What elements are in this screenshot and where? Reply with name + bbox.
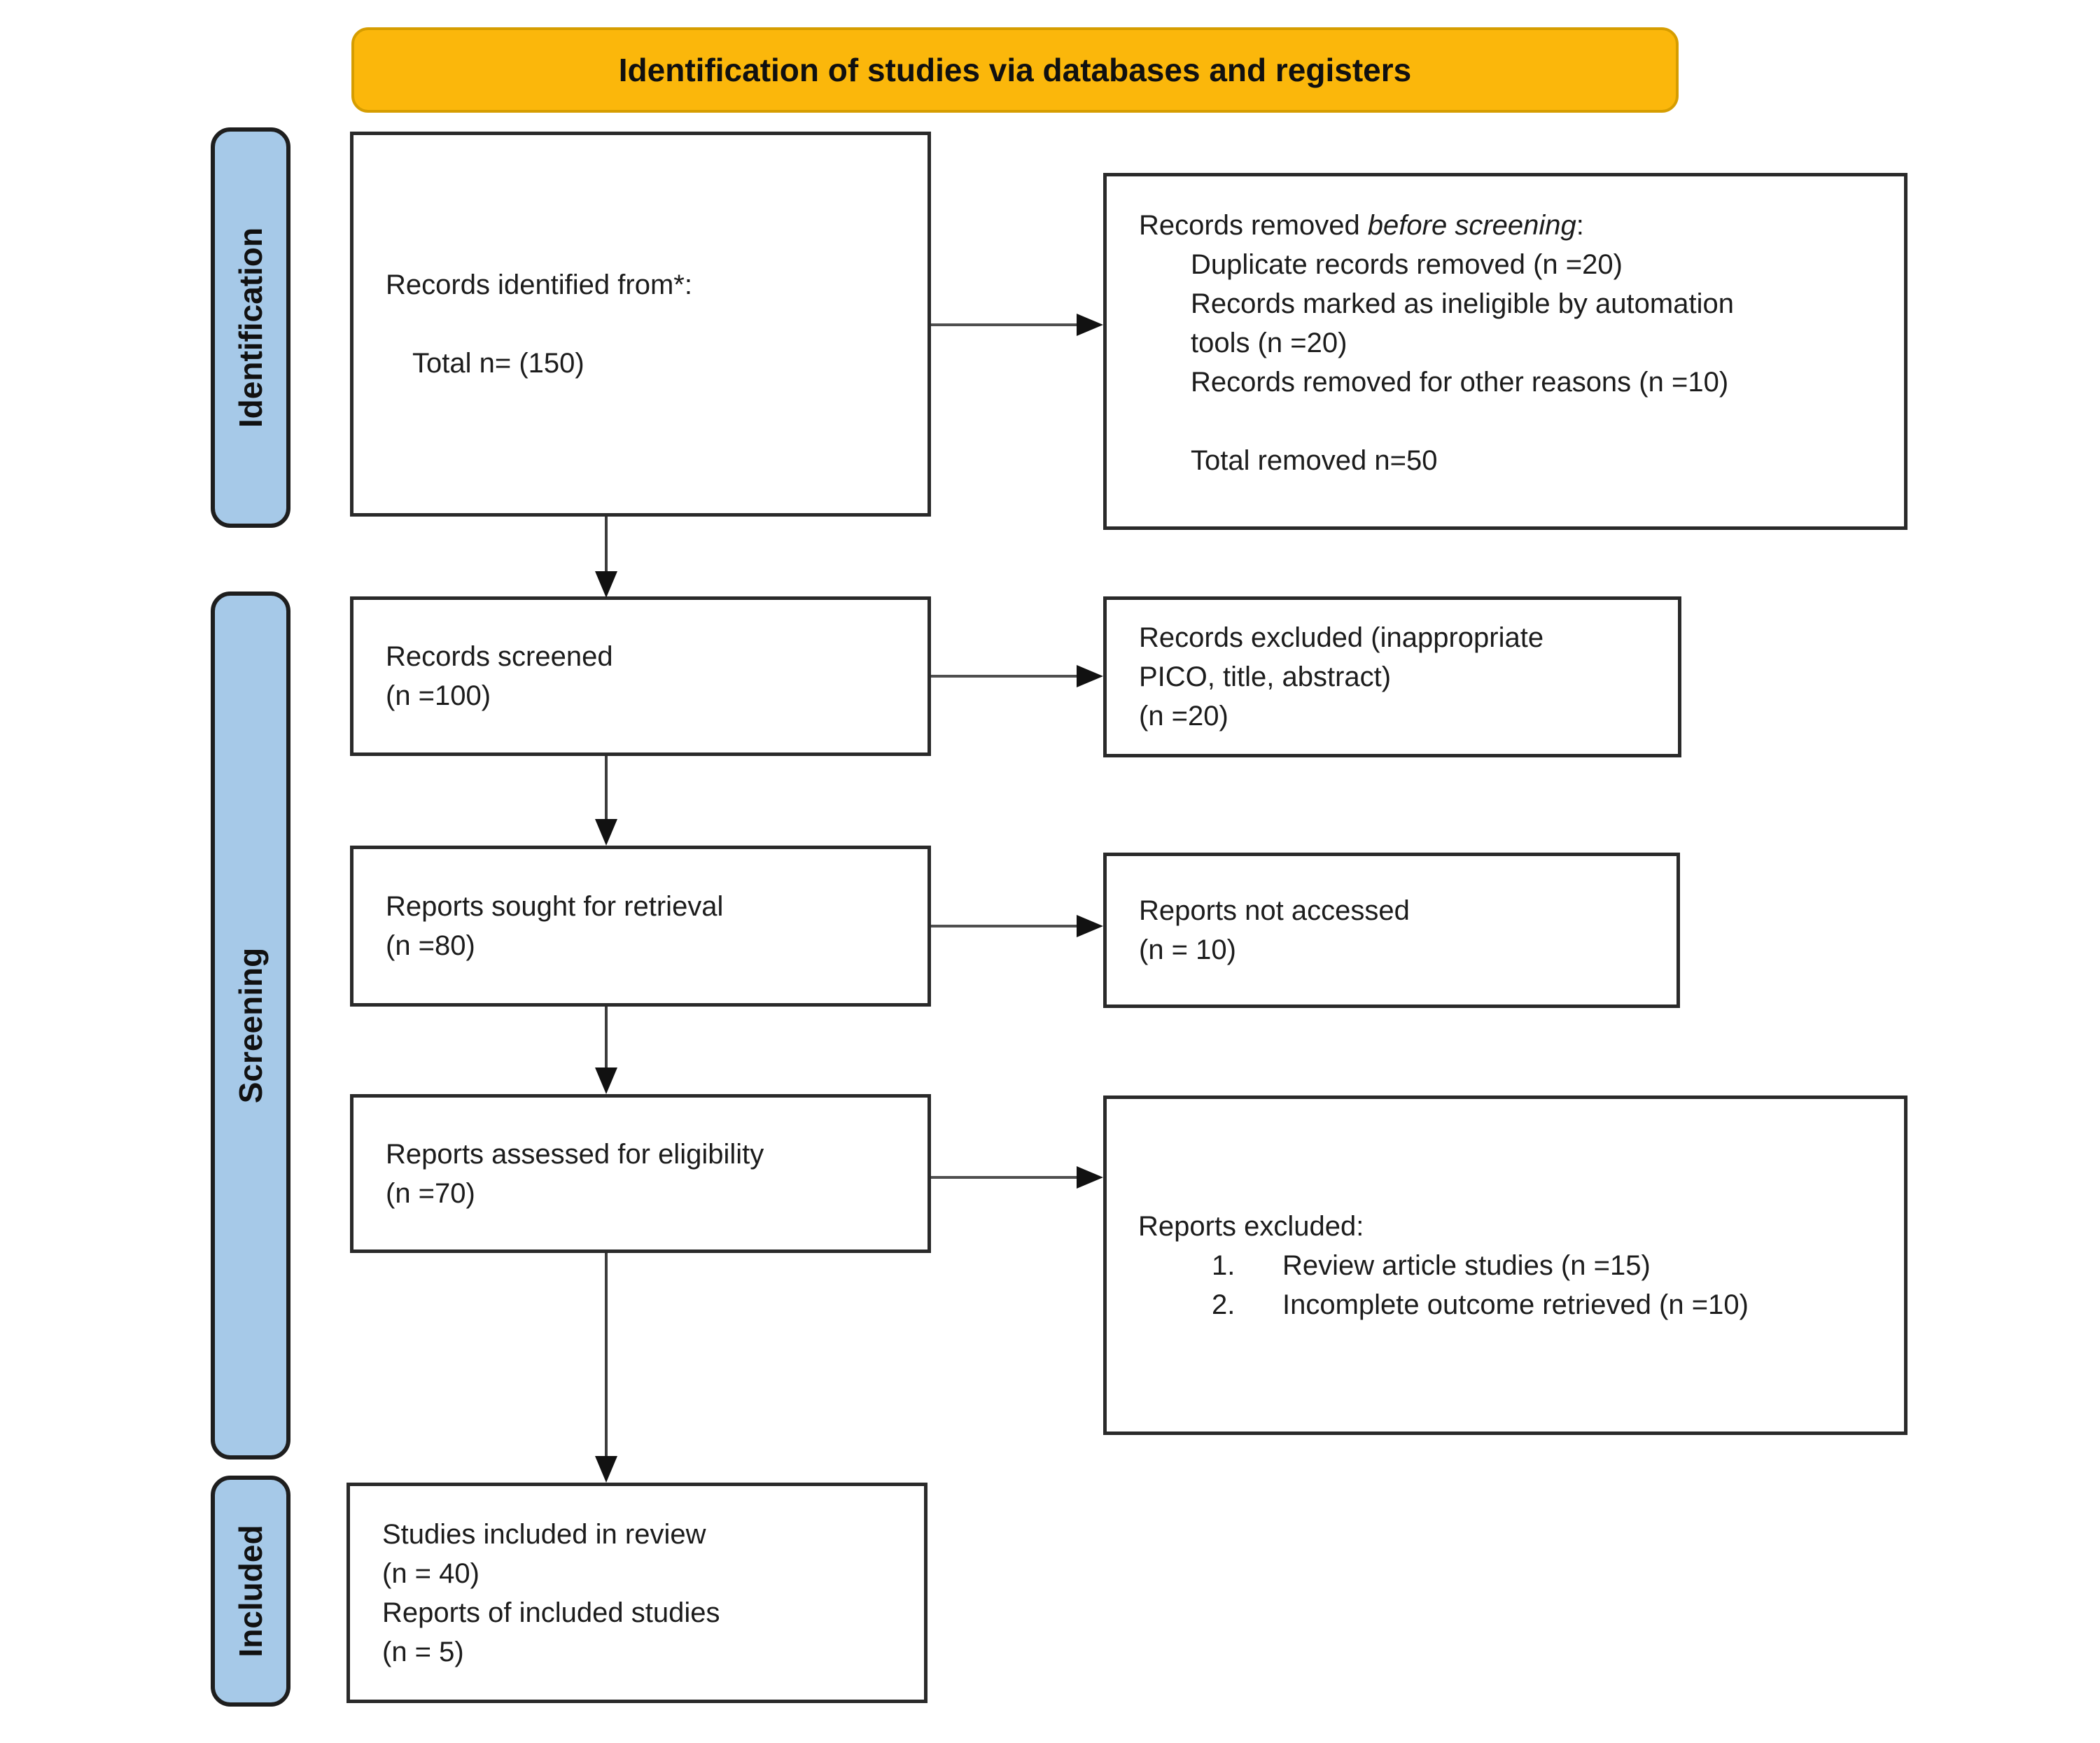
stage-label-identification: Identification <box>232 227 269 428</box>
records-removed-title-suffix: : <box>1576 210 1584 241</box>
studies-included-line3: Reports of included studies <box>382 1597 720 1628</box>
header-banner: Identification of studies via databases … <box>351 27 1679 113</box>
stage-bar-identification: Identification <box>211 127 290 528</box>
box-reports-sought: Reports sought for retrieval (n =80) <box>350 846 931 1007</box>
box-reports-assessed: Reports assessed for eligibility (n =70) <box>350 1094 931 1253</box>
reports-not-accessed-line1: Reports not accessed <box>1139 895 1410 926</box>
studies-included-line4: (n = 5) <box>382 1636 464 1667</box>
studies-included-line2: (n = 40) <box>382 1558 479 1589</box>
box-reports-not-accessed: Reports not accessed (n = 10) <box>1103 853 1680 1008</box>
records-removed-title: Records removed before screening: <box>1139 206 1884 245</box>
connector-v-identified-screened <box>605 517 608 573</box>
connector-v-assessed-included <box>605 1253 608 1457</box>
connector-h-assessed-excluded <box>931 1176 1077 1179</box>
reports-excluded-item-2: 2. Incomplete outcome retrieved (n =10) <box>1138 1285 1904 1324</box>
arrowhead-down-2-icon <box>595 819 617 846</box>
reports-excluded-item-1-text: Review article studies (n =15) <box>1282 1250 1651 1281</box>
reports-not-accessed-line2: (n = 10) <box>1139 934 1236 965</box>
reports-sought-line1: Reports sought for retrieval <box>386 891 724 922</box>
connector-h-screened-excluded <box>931 675 1077 678</box>
reports-excluded-item-2-num: 2. <box>1212 1289 1236 1320</box>
stage-label-included: Included <box>232 1525 269 1658</box>
records-removed-detail-2: Records marked as ineligible by automati… <box>1191 288 1734 319</box>
connector-v-sought-assessed <box>605 1007 608 1069</box>
box-reports-excluded: Reports excluded: 1. Review article stud… <box>1103 1096 1907 1435</box>
records-identified-line1: Records identified from*: <box>386 270 692 300</box>
arrowhead-down-1-icon <box>595 571 617 598</box>
records-removed-detail-3: tools (n =20) <box>1191 328 1348 358</box>
reports-excluded-title: Reports excluded: <box>1138 1210 1364 1242</box>
records-excluded-line1: Records excluded (inappropriate <box>1139 622 1544 653</box>
stage-bar-screening: Screening <box>211 592 290 1460</box>
reports-sought-line2: (n =80) <box>386 930 475 961</box>
connector-v-screened-sought <box>605 756 608 820</box>
records-removed-detail-1: Duplicate records removed (n =20) <box>1191 249 1623 280</box>
reports-excluded-item-2-text: Incomplete outcome retrieved (n =10) <box>1282 1289 1749 1320</box>
arrowhead-down-3-icon <box>595 1068 617 1094</box>
records-screened-line1: Records screened <box>386 641 613 672</box>
page-title: Identification of studies via databases … <box>618 52 1412 88</box>
reports-assessed-line2: (n =70) <box>386 1177 475 1209</box>
connector-h-identified-removed <box>931 323 1077 326</box>
stage-bar-included: Included <box>211 1476 290 1707</box>
records-removed-title-italic: before screening <box>1367 210 1576 241</box>
arrowhead-down-4-icon <box>595 1456 617 1483</box>
records-removed-detail-4: Records removed for other reasons (n =10… <box>1191 367 1729 398</box>
box-records-excluded: Records excluded (inappropriate PICO, ti… <box>1103 596 1681 757</box>
records-identified-line2: Total n= (150) <box>412 348 584 379</box>
records-excluded-line2: PICO, title, abstract) <box>1139 662 1392 692</box>
records-removed-title-prefix: Records removed <box>1139 210 1368 241</box>
arrowhead-right-3-icon <box>1077 915 1103 937</box>
arrowhead-right-4-icon <box>1077 1166 1103 1189</box>
stage-label-screening: Screening <box>232 947 269 1104</box>
box-records-removed: Records removed before screening: Duplic… <box>1103 173 1907 530</box>
reports-excluded-item-1-num: 1. <box>1212 1250 1236 1281</box>
records-removed-total: Total removed n=50 <box>1191 445 1438 476</box>
records-screened-line2: (n =100) <box>386 680 491 711</box>
arrowhead-right-2-icon <box>1077 665 1103 687</box>
box-records-identified: Records identified from*: Total n= (150) <box>350 132 931 517</box>
connector-h-sought-notaccessed <box>931 925 1077 927</box>
reports-excluded-item-1: 1. Review article studies (n =15) <box>1138 1246 1904 1285</box>
reports-assessed-line1: Reports assessed for eligibility <box>386 1138 764 1170</box>
box-records-screened: Records screened (n =100) <box>350 596 931 756</box>
records-excluded-line3: (n =20) <box>1139 701 1228 732</box>
arrowhead-right-1-icon <box>1077 314 1103 336</box>
studies-included-line1: Studies included in review <box>382 1518 706 1550</box>
box-studies-included: Studies included in review (n = 40) Repo… <box>346 1483 927 1703</box>
